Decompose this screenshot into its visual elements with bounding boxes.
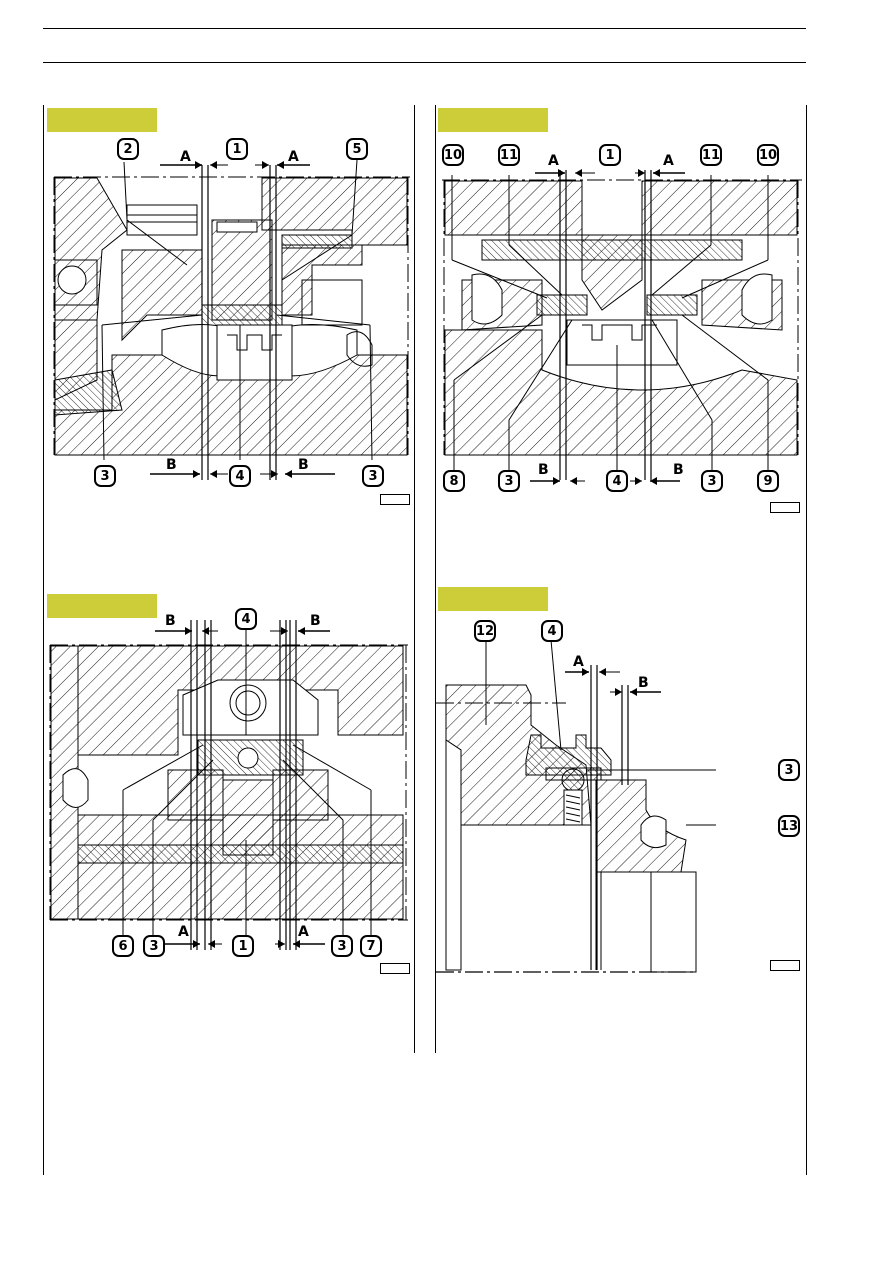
callout-4: 4 <box>541 620 563 642</box>
callout-3-right: 3 <box>362 465 384 487</box>
gap-label-b-left: B <box>166 457 177 473</box>
figure-ref-box <box>770 960 800 971</box>
callout-12: 12 <box>474 620 496 642</box>
dim-arrows-top <box>535 169 685 177</box>
section-drawing <box>436 639 716 973</box>
gap-label-b: B <box>638 675 649 691</box>
callout-2: 2 <box>117 138 139 160</box>
gap-label-a: A <box>573 654 584 670</box>
header-rule-top <box>43 28 806 29</box>
callout-3-right: 3 <box>701 470 723 492</box>
figure-ref-box <box>380 494 410 505</box>
gap-label-b-left: B <box>165 613 176 629</box>
callout-3-right: 3 <box>331 935 353 957</box>
gap-label-b-right: B <box>673 462 684 478</box>
callout-1: 1 <box>226 138 248 160</box>
gap-label-b-right: B <box>298 457 309 473</box>
callout-7: 7 <box>360 935 382 957</box>
gap-label-a-right: A <box>298 924 309 940</box>
figure-tag <box>438 587 548 611</box>
callout-3-left: 3 <box>143 935 165 957</box>
gap-label-a-right: A <box>663 153 674 169</box>
callout-10-left: 10 <box>442 144 464 166</box>
callout-5: 5 <box>346 138 368 160</box>
section-drawing <box>49 620 408 950</box>
callout-1: 1 <box>232 935 254 957</box>
callout-11-right: 11 <box>700 144 722 166</box>
figure-tag <box>438 108 548 132</box>
figure-ref-box <box>770 502 800 513</box>
dim-arrows-bottom <box>165 940 325 948</box>
column-divider-right <box>435 105 436 1053</box>
gap-label-a-left: A <box>548 153 559 169</box>
callout-1: 1 <box>599 144 621 166</box>
callout-8: 8 <box>443 470 465 492</box>
callout-10-right: 10 <box>757 144 779 166</box>
figure-tag <box>47 108 157 132</box>
right-margin-line <box>806 105 807 1175</box>
callout-4: 4 <box>235 608 257 630</box>
gap-label-b-left: B <box>538 462 549 478</box>
gap-label-b-right: B <box>310 613 321 629</box>
gap-label-a-left: A <box>180 149 191 165</box>
callout-6: 6 <box>112 935 134 957</box>
callout-4: 4 <box>229 465 251 487</box>
dim-arrows-bottom <box>150 470 335 478</box>
header-rule-bottom <box>43 62 806 63</box>
callout-3: 3 <box>778 759 800 781</box>
callout-4: 4 <box>606 470 628 492</box>
figure-tag <box>47 594 157 618</box>
section-drawing <box>53 159 410 480</box>
gap-label-a-left: A <box>178 924 189 940</box>
dim-arrows-bottom <box>530 477 680 485</box>
figure-ref-box <box>380 963 410 974</box>
dim-arrows-top <box>160 161 310 169</box>
dim-arrows <box>565 668 661 696</box>
callout-11-left: 11 <box>498 144 520 166</box>
callout-3-left: 3 <box>94 465 116 487</box>
callout-13: 13 <box>778 815 800 837</box>
gap-label-a-right: A <box>288 149 299 165</box>
callout-9: 9 <box>757 470 779 492</box>
left-margin-line <box>43 105 44 1175</box>
callout-3-left: 3 <box>498 470 520 492</box>
dim-arrows-top <box>155 627 330 635</box>
column-divider-left <box>414 105 415 1053</box>
section-drawing <box>442 170 802 480</box>
